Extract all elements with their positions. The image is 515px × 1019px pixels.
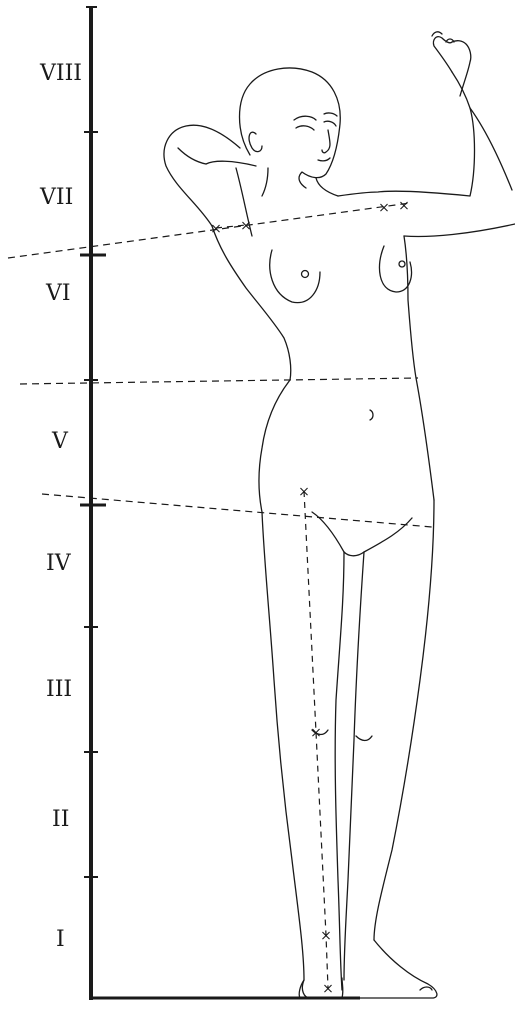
scale-label-vii: VII (39, 185, 73, 210)
torso-left (212, 226, 291, 512)
marker-shoulder-right-a: × (378, 200, 390, 216)
right-leg-inner (344, 552, 364, 980)
hip-division-line (42, 494, 432, 527)
torso-right (404, 236, 434, 500)
nose (322, 130, 330, 153)
groin-right (364, 518, 412, 552)
leg-axis (216, 225, 328, 988)
marker-shoulder-left-a: × (210, 221, 222, 237)
right-arm-lower (404, 224, 515, 237)
waist-division-line (20, 378, 418, 384)
eye-left (296, 126, 314, 130)
measuring-scale (80, 6, 360, 1000)
scale-labels: VIII VII VI V IV III II I (39, 61, 82, 952)
mouth (318, 158, 330, 161)
right-foot (348, 940, 437, 998)
marker-shoulder-right-b: × (398, 198, 410, 214)
scale-label-v: V (51, 429, 69, 454)
raised-arm-inner (206, 161, 256, 166)
marker-hip: × (298, 484, 310, 500)
right-toes (420, 987, 432, 990)
right-arm-upper (338, 72, 475, 196)
scale-label-vi: VI (45, 281, 71, 306)
eye-right (324, 121, 336, 126)
left-foot (299, 978, 343, 998)
shoulder-division-line (8, 203, 410, 258)
marker-heel: × (322, 981, 334, 997)
pubic-line (344, 552, 364, 556)
marker-shoulder-left-b: × (240, 218, 252, 234)
right-leg-outer (374, 500, 434, 940)
nipple-left (302, 271, 309, 278)
fingers (432, 32, 454, 42)
hand (433, 37, 470, 96)
left-leg-outer (262, 512, 310, 998)
marker-ankle: × (320, 928, 332, 944)
landmark-markers: × × × × × × × × (210, 198, 410, 997)
left-leg-inner (335, 552, 344, 990)
nipple-right (399, 261, 405, 267)
navel (370, 410, 373, 420)
figure-outline (164, 32, 515, 998)
groin-left (312, 512, 344, 552)
forearm-line (470, 108, 512, 190)
scale-label-iv: IV (46, 551, 72, 576)
scale-label-i: I (56, 927, 65, 952)
marker-knee: × (310, 725, 322, 741)
head-outline (240, 68, 341, 188)
ear (249, 132, 262, 151)
division-lines (8, 203, 432, 527)
raised-arm-elbow (178, 148, 206, 164)
neck-left (262, 168, 268, 196)
scale-label-ii: II (52, 807, 69, 832)
brow-left (294, 116, 316, 120)
brow-right (324, 113, 337, 116)
scale-label-viii: VIII (39, 61, 82, 86)
scale-label-iii: III (46, 677, 72, 702)
raised-arm-upper (164, 125, 240, 226)
breast-left (270, 250, 320, 303)
neck-right (316, 178, 338, 196)
